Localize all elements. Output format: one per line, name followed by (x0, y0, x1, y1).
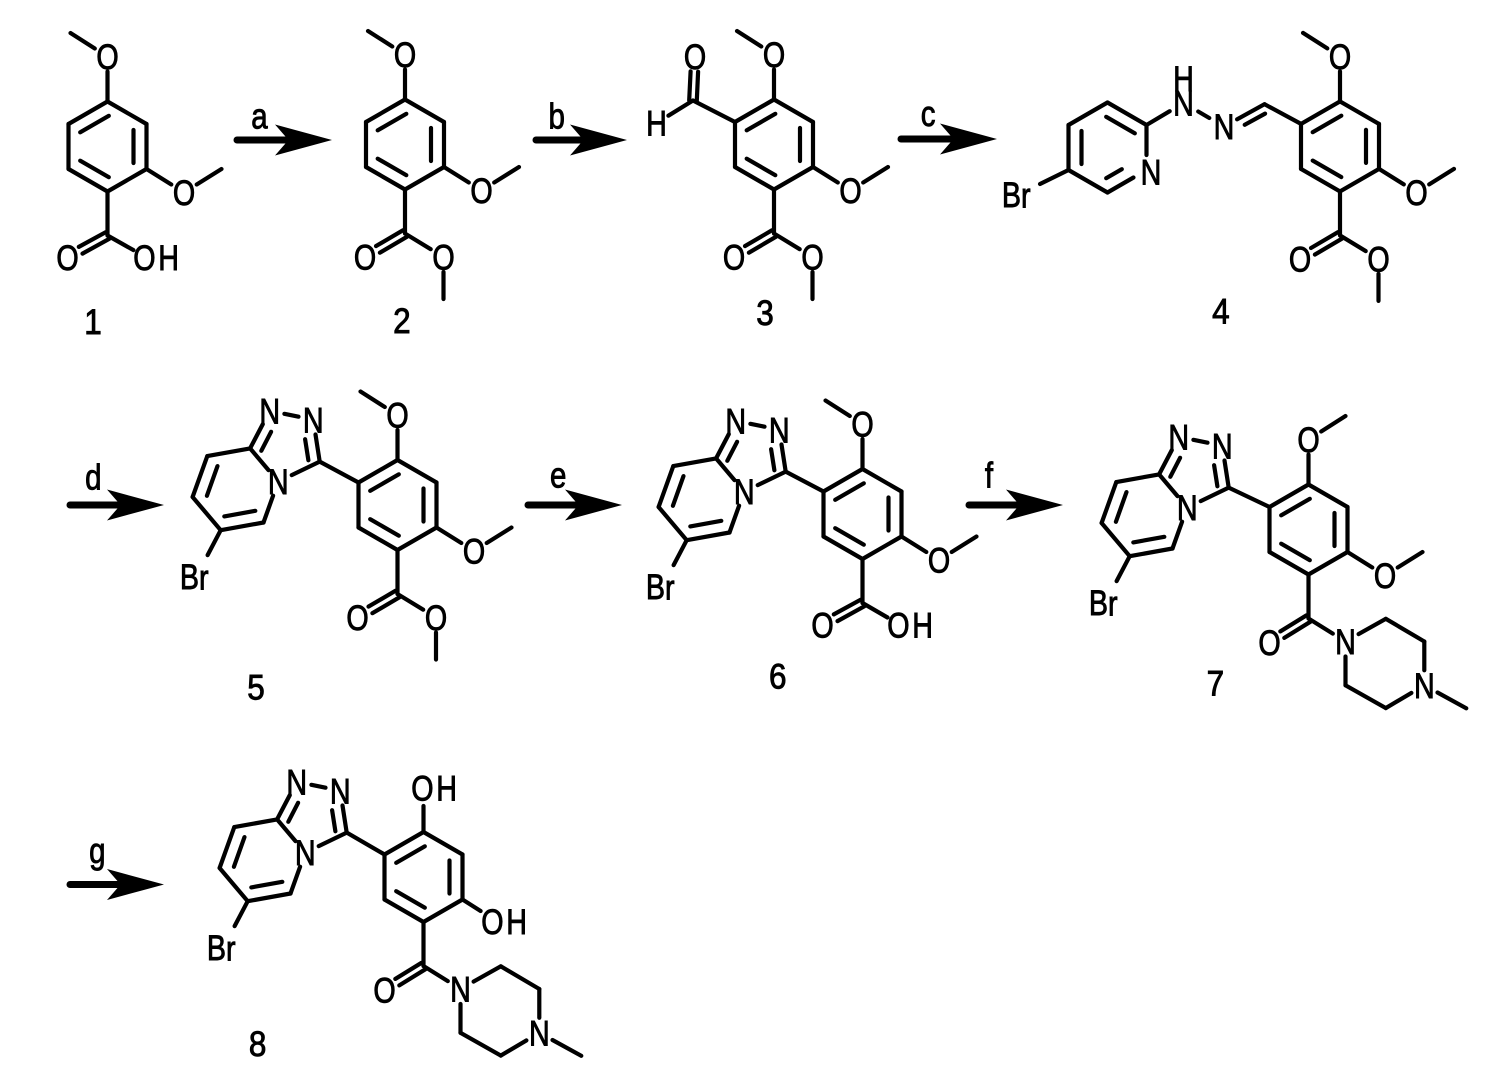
svg-text:H: H (912, 606, 933, 645)
svg-text:e: e (550, 455, 566, 495)
svg-text:r: r (665, 568, 675, 607)
svg-text:N: N (1177, 488, 1198, 527)
svg-text:B: B (1089, 583, 1108, 622)
svg-text:N: N (286, 763, 307, 802)
svg-text:O: O (887, 606, 909, 645)
svg-text:5: 5 (247, 669, 265, 708)
svg-text:O: O (96, 37, 118, 76)
svg-text:O: O (928, 541, 950, 580)
svg-text:N: N (268, 462, 289, 501)
svg-text:B: B (646, 567, 665, 606)
svg-text:8: 8 (249, 1026, 267, 1065)
svg-text:1: 1 (84, 304, 102, 343)
svg-text:H: H (436, 769, 457, 808)
svg-text:N: N (734, 472, 755, 511)
svg-text:N: N (295, 833, 316, 872)
svg-text:2: 2 (393, 302, 411, 341)
svg-text:4: 4 (1212, 293, 1230, 332)
svg-text:N: N (1212, 427, 1233, 466)
svg-text:O: O (801, 238, 823, 277)
svg-text:O: O (763, 35, 785, 74)
svg-text:O: O (851, 405, 873, 444)
svg-text:O: O (684, 37, 706, 76)
svg-text:N: N (1414, 666, 1435, 705)
svg-text:N: N (769, 411, 790, 450)
svg-text:6: 6 (769, 658, 787, 697)
svg-text:N: N (1214, 107, 1235, 146)
svg-text:H: H (1173, 59, 1194, 98)
svg-text:O: O (432, 238, 454, 277)
svg-text:O: O (811, 606, 833, 645)
svg-text:O: O (411, 769, 433, 808)
svg-text:N: N (725, 402, 746, 441)
svg-text:f: f (985, 455, 994, 495)
svg-text:r: r (199, 558, 209, 597)
svg-text:g: g (89, 830, 105, 870)
svg-text:O: O (1374, 556, 1396, 595)
svg-text:O: O (1297, 420, 1319, 459)
svg-text:O: O (463, 532, 485, 571)
svg-text:b: b (548, 96, 564, 136)
svg-text:O: O (1258, 623, 1280, 662)
svg-text:O: O (354, 238, 376, 277)
svg-text:N: N (1173, 84, 1194, 123)
svg-text:O: O (133, 238, 155, 277)
svg-text:N: N (303, 401, 324, 440)
svg-text:c: c (921, 93, 936, 133)
svg-text:B: B (180, 557, 199, 596)
svg-text:O: O (1405, 173, 1427, 212)
svg-text:N: N (450, 970, 471, 1009)
svg-text:O: O (1329, 37, 1351, 76)
svg-text:r: r (1021, 176, 1031, 215)
svg-text:O: O (723, 238, 745, 277)
svg-text:O: O (839, 171, 861, 210)
svg-text:O: O (56, 238, 78, 277)
svg-text:r: r (226, 929, 236, 968)
svg-text:O: O (346, 598, 368, 637)
svg-text:O: O (1367, 240, 1389, 279)
svg-text:O: O (394, 35, 416, 74)
svg-text:O: O (470, 171, 492, 210)
svg-text:H: H (646, 104, 667, 143)
svg-text:3: 3 (756, 295, 774, 334)
svg-text:N: N (259, 392, 280, 431)
svg-text:H: H (158, 238, 179, 277)
svg-text:H: H (506, 902, 527, 941)
svg-text:O: O (173, 173, 195, 212)
svg-text:O: O (386, 396, 408, 435)
svg-text:7: 7 (1207, 665, 1225, 704)
svg-text:O: O (1289, 240, 1311, 279)
svg-text:N: N (529, 1014, 550, 1053)
svg-text:B: B (207, 928, 226, 967)
svg-text:N: N (330, 772, 351, 811)
svg-text:d: d (85, 456, 101, 496)
svg-text:N: N (1141, 153, 1162, 192)
svg-text:r: r (1108, 584, 1118, 623)
svg-text:N: N (1168, 418, 1189, 457)
svg-text:B: B (1002, 175, 1021, 214)
svg-text:O: O (481, 902, 503, 941)
svg-text:O: O (425, 598, 447, 637)
svg-text:a: a (251, 96, 268, 136)
svg-text:N: N (1335, 622, 1356, 661)
svg-text:O: O (373, 971, 395, 1010)
